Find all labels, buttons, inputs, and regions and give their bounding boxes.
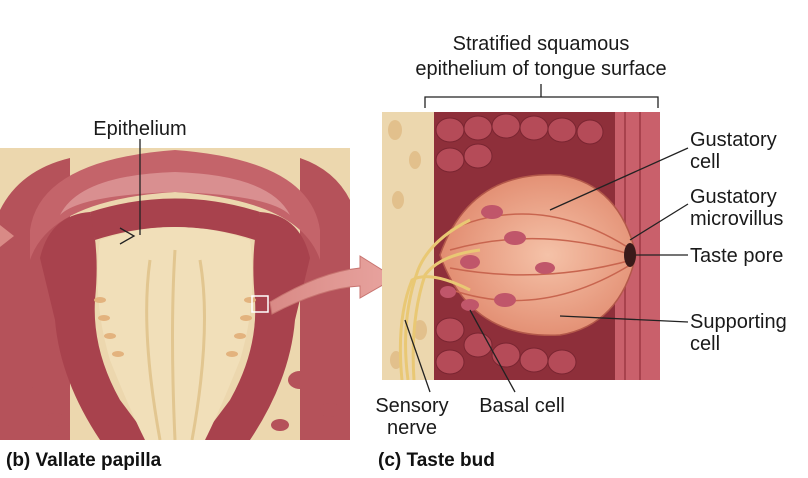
label-epithelium: Epithelium — [93, 118, 186, 140]
label-stratified-line1: Stratified squamous — [453, 33, 630, 55]
stratified-bracket — [424, 84, 659, 108]
left-arrow-fragment — [0, 225, 14, 247]
magnification-arrow — [269, 255, 396, 315]
label-gustatory-cell-line1: Gustatory — [690, 129, 777, 151]
label-basal-cell: Basal cell — [479, 395, 565, 417]
label-sensory-nerve-line1: Sensory — [375, 395, 448, 417]
leader-lines — [119, 139, 689, 393]
label-gustatory-microvillus-line2: microvillus — [690, 208, 783, 230]
caption-vallate-papilla: (b) Vallate papilla — [6, 450, 162, 471]
label-sensory-nerve-line2: nerve — [387, 417, 437, 439]
label-supporting-cell-line1: Supporting — [690, 311, 787, 333]
taste-bud-illustration — [382, 112, 660, 380]
label-stratified-line2: epithelium of tongue surface — [415, 58, 666, 80]
caption-taste-bud: (c) Taste bud — [378, 450, 495, 471]
label-gustatory-microvillus-line1: Gustatory — [690, 186, 777, 208]
label-supporting-cell-line2: cell — [690, 333, 720, 355]
label-gustatory-cell-line2: cell — [690, 151, 720, 173]
label-taste-pore: Taste pore — [690, 245, 783, 267]
